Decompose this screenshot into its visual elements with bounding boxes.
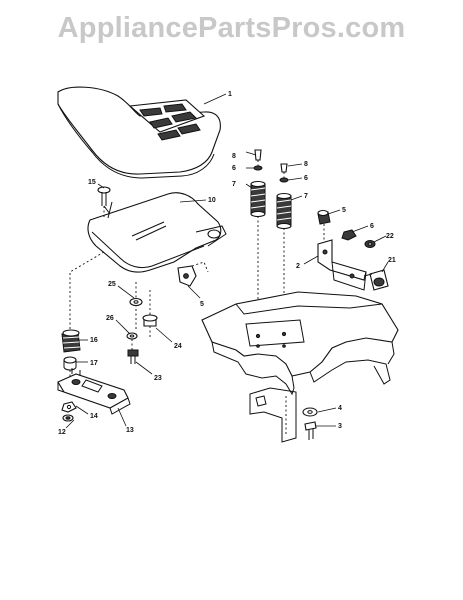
screw-part[interactable]: [254, 149, 288, 173]
callout-15: 16: [90, 337, 98, 344]
seat-bracket-part[interactable]: [317, 239, 367, 291]
nut-part[interactable]: [341, 229, 357, 241]
callout-23: 23: [154, 375, 162, 382]
callout-7: 7: [304, 193, 308, 200]
spring-part[interactable]: [250, 180, 266, 218]
callout-7: 7: [232, 181, 236, 188]
callout-5: 5: [342, 207, 346, 214]
seat-part[interactable]: [57, 86, 221, 179]
callout-6: 6: [232, 165, 236, 172]
callout-16: 17: [90, 360, 98, 367]
nut-part[interactable]: [61, 401, 77, 413]
callout-14: 15: [88, 179, 96, 186]
callout-22: 22: [386, 233, 394, 240]
washer-part[interactable]: [126, 332, 138, 350]
washer-part[interactable]: [302, 407, 318, 417]
spring-part[interactable]: [61, 329, 81, 353]
bolt-part[interactable]: [97, 186, 111, 218]
callout-21: 21: [388, 257, 396, 264]
bolt-part[interactable]: [304, 421, 317, 440]
washer-part[interactable]: [129, 297, 143, 307]
callout-24: 25: [108, 281, 116, 288]
callout-25: 24: [174, 343, 182, 350]
bolt-part[interactable]: [142, 314, 158, 338]
bolt-part[interactable]: [127, 349, 139, 364]
callout-8: 8: [232, 153, 236, 160]
callout-6: 6: [370, 223, 374, 230]
callout-3: 3: [338, 423, 342, 430]
knob-part[interactable]: [317, 209, 331, 241]
callout-8: 8: [304, 161, 308, 168]
callout-10: 10: [208, 197, 216, 204]
callout-4: 4: [338, 405, 342, 412]
spring-part[interactable]: [276, 192, 292, 230]
callout-12: 13: [126, 427, 134, 434]
mount-bracket-part: [249, 387, 297, 443]
callout-2: 2: [296, 263, 300, 270]
seat-pan-part[interactable]: [87, 192, 227, 273]
adjustment-knob-part[interactable]: [363, 269, 389, 291]
callout-13: 14: [90, 413, 98, 420]
chassis-fender: [201, 291, 399, 396]
washer-part[interactable]: [62, 414, 74, 422]
callout-1: 1: [228, 91, 232, 98]
callout-labels: 1 8 6 7 8 6 7 10 15 5 5 6 22 21 2 25 26 …: [58, 91, 396, 436]
callout-26: 26: [106, 315, 114, 322]
watermark: AppliancePartsPros.com: [57, 12, 406, 44]
pivot-bracket-part[interactable]: [177, 261, 209, 287]
spacer-part[interactable]: [63, 356, 77, 371]
washer-part[interactable]: [364, 240, 376, 248]
callout-5: 5: [200, 301, 204, 308]
callout-17: 12: [58, 429, 66, 436]
callout-6: 6: [304, 175, 308, 182]
bracket-plate-part[interactable]: [57, 368, 131, 415]
